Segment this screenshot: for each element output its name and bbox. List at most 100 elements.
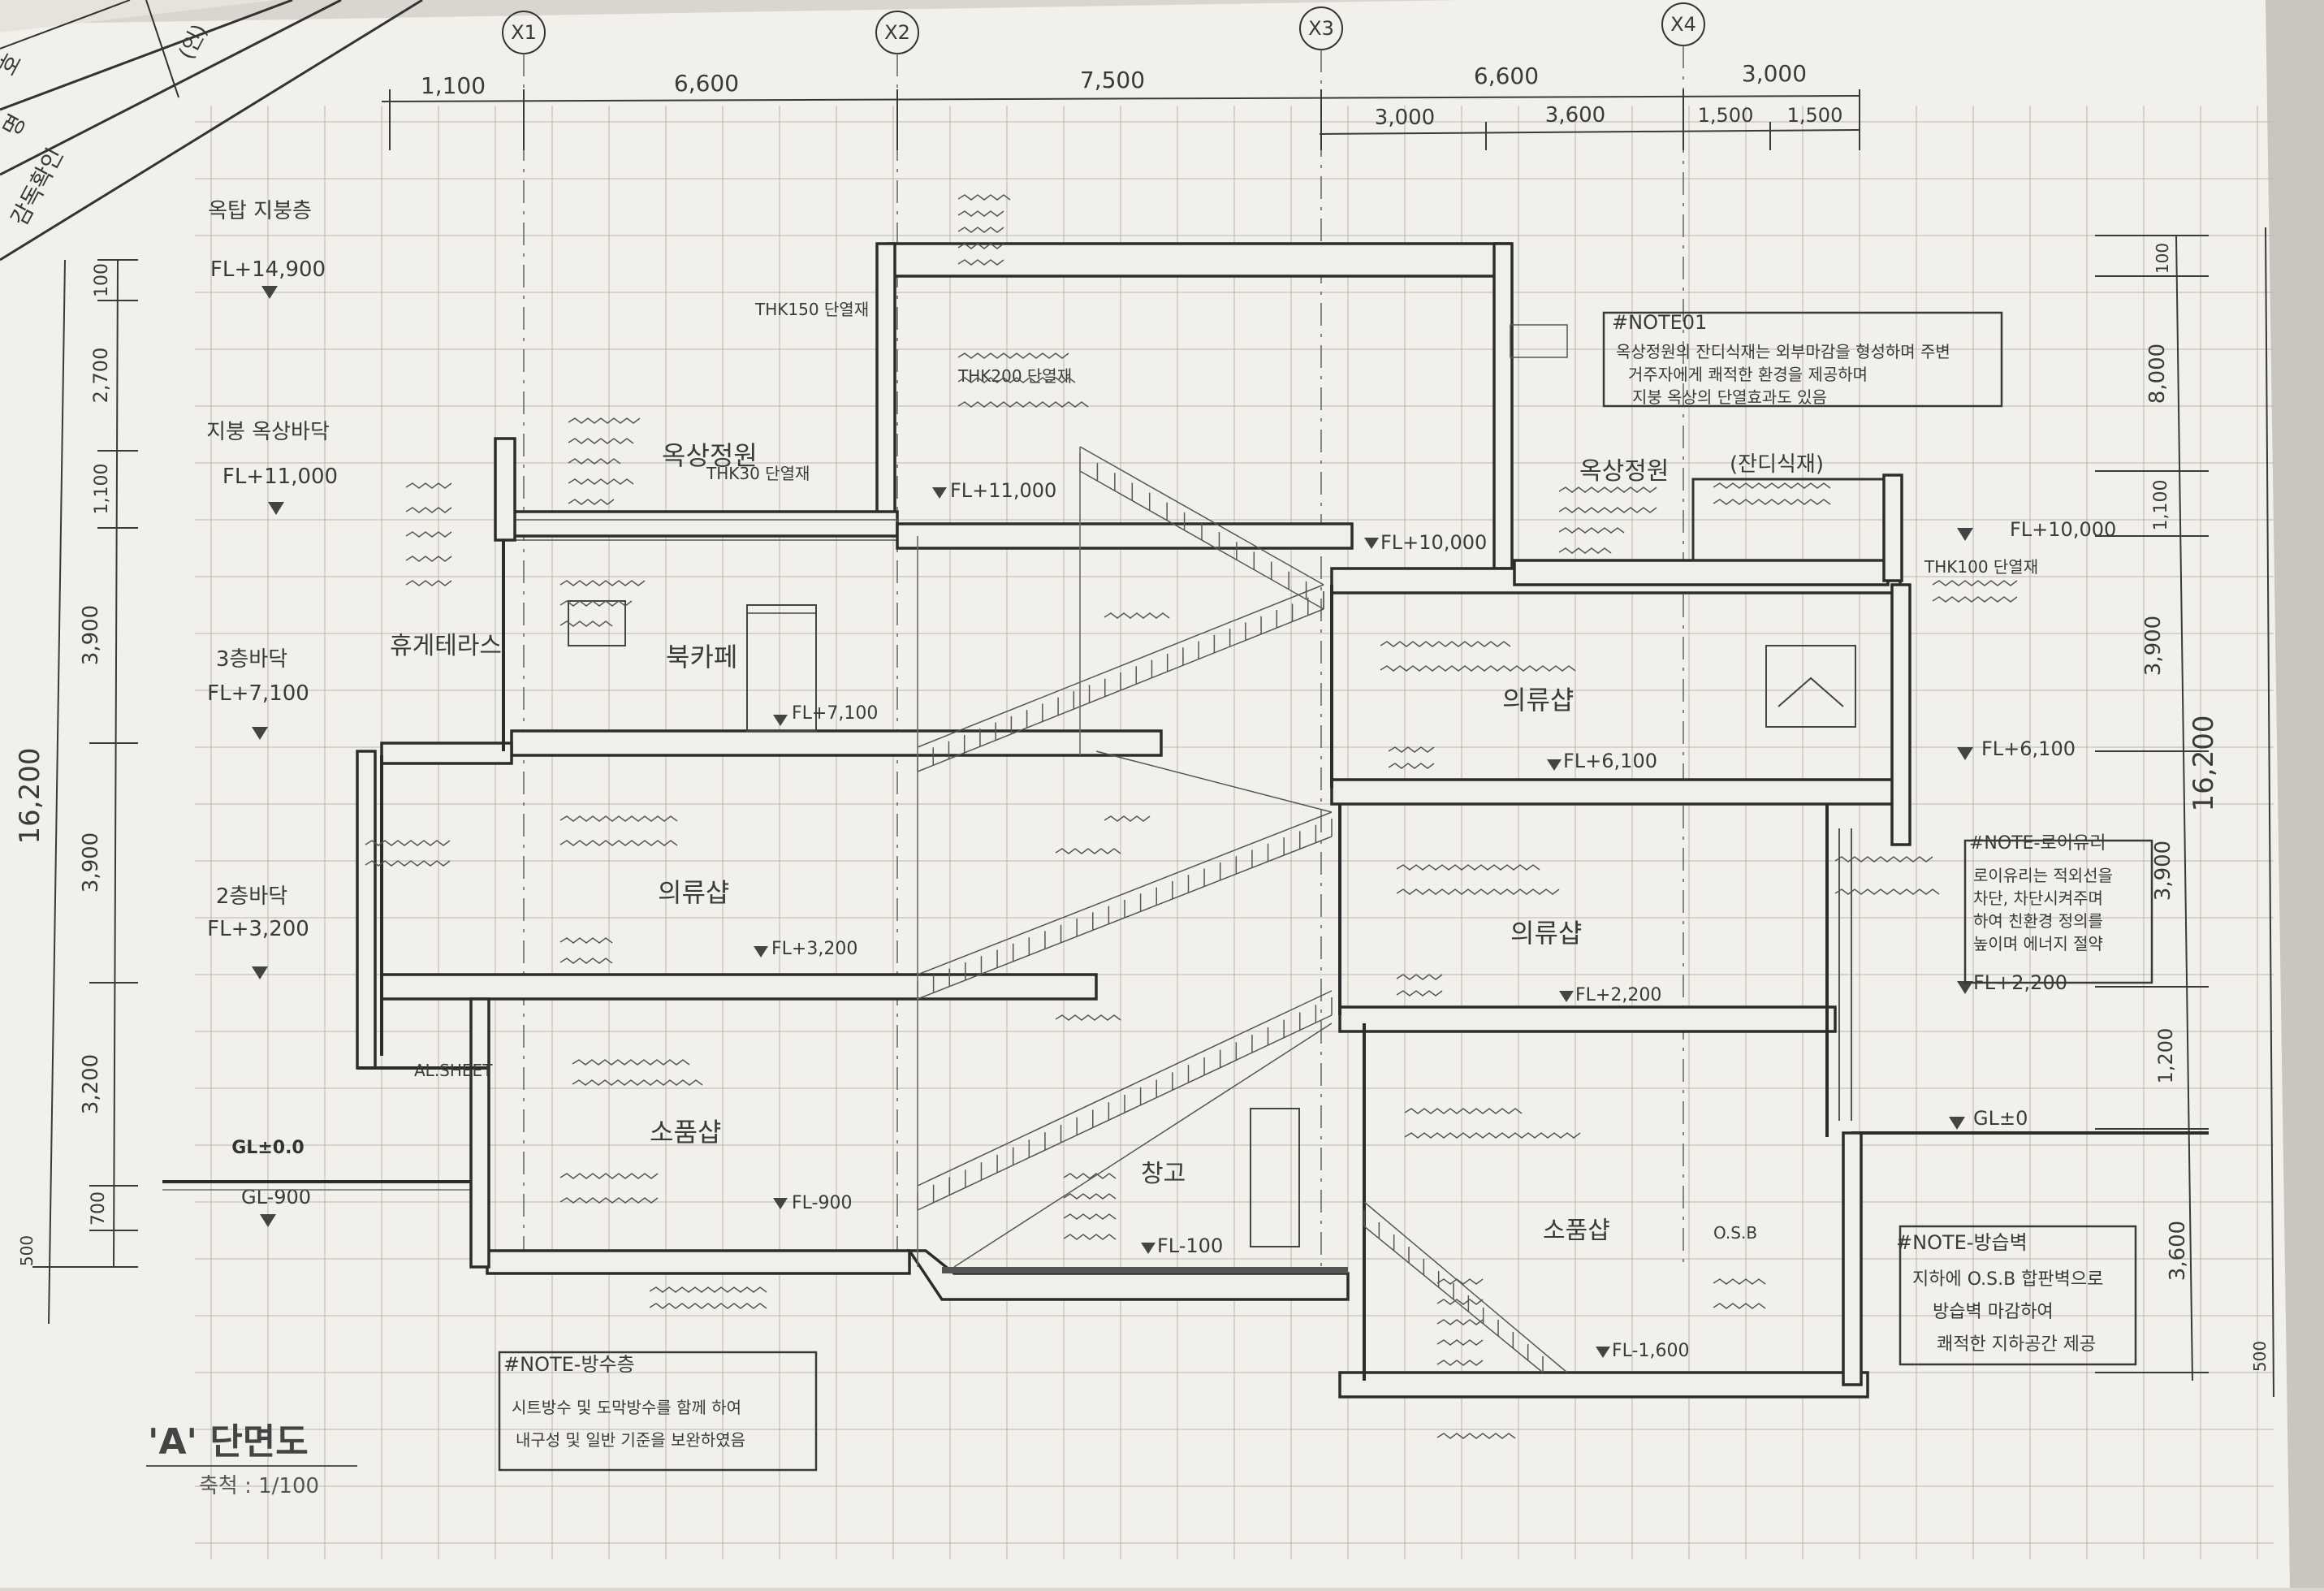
svg-text:로이유리는 적외선을: 로이유리는 적외선을: [1973, 866, 2113, 885]
svg-text:옥상정원의 잔디식재는 외부마감을 형성하며 주변: 옥상정원의 잔디식재는 외부마감을 형성하며 주변: [1616, 342, 1950, 361]
svg-text:FL+10,000: FL+10,000: [1380, 531, 1487, 554]
dim-left-3: 1,100: [92, 464, 112, 515]
level-rooftop: 옥탑 지붕층 FL+14,900: [208, 199, 326, 299]
dim-right-8: 500: [2250, 1341, 2270, 1372]
annot-thk100: THK100 단열재: [1924, 557, 2038, 577]
svg-text:FL+7,100: FL+7,100: [207, 681, 309, 706]
annotations: THK150 단열재 THK200 단열재 THK100 단열재 THK30 단…: [365, 194, 2038, 1439]
stair-core: [917, 446, 1333, 1268]
note-01: #NOTE01 옥상정원의 잔디식재는 외부마감을 형성하며 주변 거주자에게 …: [1602, 311, 2003, 408]
svg-text:차단, 차단시켜주며: 차단, 차단시켜주며: [1973, 888, 2103, 908]
right-dimensions: 100 8,000 1,100 3,900 3,900 1,200 3,600 …: [2095, 227, 2274, 1398]
svg-text:지하에 O.S.B 합판벽으로: 지하에 O.S.B 합판벽으로: [1912, 1269, 2103, 1290]
room-storage: 창고: [1141, 1160, 1186, 1188]
dim-left-1: 100: [92, 263, 112, 297]
level-right-2: FL+6,100: [1981, 737, 2076, 760]
room-clothing-left: 의류샵: [658, 877, 729, 908]
svg-text:GL±0.0: GL±0.0: [231, 1138, 304, 1158]
tower-roof-slab: [888, 242, 1512, 278]
dim-right-1: 100: [2153, 243, 2172, 274]
svg-text:거주자에게 쾌적한 환경을 제공하며: 거주자에게 쾌적한 환경을 제공하며: [1628, 365, 1868, 384]
dim-left-5: 3,900: [79, 832, 103, 893]
svg-text:FL+11,000: FL+11,000: [950, 479, 1056, 502]
axis-x4: X4: [1661, 2, 1705, 1267]
dim-right-4: 3,900: [2141, 616, 2166, 676]
dim-top-9: 1,500: [1787, 104, 1843, 127]
svg-text:X2: X2: [884, 21, 910, 44]
level-3f: 3층바닥 FL+7,100: [207, 647, 309, 740]
level-right-4: GL±0: [1973, 1107, 2028, 1130]
svg-text:옥탑 지붕층: 옥탑 지붕층: [208, 199, 312, 223]
svg-text:FL-100: FL-100: [1157, 1234, 1223, 1257]
dim-right-6: 1,200: [2154, 1028, 2177, 1084]
svg-text:FL+7,100: FL+7,100: [792, 703, 878, 724]
drawing-scale: 축척 : 1/100: [199, 1474, 319, 1498]
annot-osb: O.S.B: [1713, 1223, 1757, 1243]
fl-3600-slab: [1338, 1371, 1869, 1399]
level-right-1: FL+10,000: [2010, 518, 2116, 541]
annot-al-sheet: AL.SHEET: [414, 1061, 493, 1080]
dim-left-6: 3,200: [79, 1054, 103, 1114]
svg-text:3층바닥: 3층바닥: [216, 647, 287, 672]
note-waterproof: #NOTE-방수층 시트방수 및 도막방수를 함께 하여 내구성 및 일반 기준…: [498, 1351, 818, 1472]
room-roof-garden-right: 옥상정원: [1579, 457, 1669, 486]
dim-top-5: 3,000: [1742, 60, 1807, 87]
roof-garden-left-slab: [510, 510, 899, 538]
roof-garden-right-slab: [1513, 559, 1890, 586]
note-basement: #NOTE-방습벽 지하에 O.S.B 합판벽으로 방습벽 마감하여 쾌적한 지…: [1896, 1225, 2137, 1366]
drawing-title-block: 'A' 단면도 축척 : 1/100: [146, 1421, 357, 1498]
svg-text:2층바닥: 2층바닥: [216, 884, 287, 909]
svg-text:시트방수 및 도막방수를 함께 하여: 시트방수 및 도막방수를 함께 하여: [512, 1398, 741, 1417]
fl-3200-slab: [380, 973, 1098, 1001]
floor-marks: FL+11,000 FL+10,000 FL+7,100 FL+6,100 FL…: [754, 479, 1689, 1361]
svg-text:FL+14,900: FL+14,900: [210, 257, 326, 282]
dim-top-4: 6,600: [1474, 63, 1539, 89]
dim-top-6: 3,000: [1375, 106, 1435, 130]
dim-right-total: 16,200: [2188, 716, 2220, 812]
svg-text:FL-900: FL-900: [792, 1193, 852, 1213]
svg-text:X4: X4: [1670, 13, 1696, 36]
building-section: [162, 242, 2209, 1399]
svg-text:FL+11,000: FL+11,000: [222, 465, 338, 489]
room-roof-garden-left: 옥상정원: [662, 440, 758, 471]
fl-6100-slab: [1330, 778, 1902, 806]
top-dimensions: 1,100 6,600 7,500 6,600 3,000 3,000 3,60…: [381, 60, 1860, 150]
axis-x1: X1: [502, 11, 546, 1267]
level-gl: GL±0.0 GL-900: [231, 1138, 311, 1227]
level-roof: 지붕 옥상바닥 FL+11,000: [206, 420, 338, 515]
dim-right-5: 3,900: [2151, 841, 2175, 901]
svg-text:하여 친환경 정의를: 하여 친환경 정의를: [1973, 911, 2103, 931]
svg-text:높이며 에너지 절약: 높이며 에너지 절약: [1973, 934, 2103, 953]
dim-top-3: 7,500: [1080, 67, 1145, 93]
dim-top-7: 3,600: [1545, 103, 1605, 128]
dim-top-2: 6,600: [674, 70, 739, 97]
basement-stair: [1363, 1201, 1568, 1373]
svg-text:#NOTE-방습벽: #NOTE-방습벽: [1896, 1231, 2028, 1254]
svg-text:#NOTE-방수층: #NOTE-방수층: [503, 1353, 635, 1376]
svg-text:#NOTE01: #NOTE01: [1612, 311, 1707, 334]
left-dimensions: 100 2,700 1,100 3,900 3,900 3,200 700 50…: [14, 259, 138, 1325]
dim-left-4: 3,900: [79, 605, 103, 665]
svg-text:#NOTE-로이유리: #NOTE-로이유리: [1969, 833, 2106, 854]
svg-text:X3: X3: [1308, 17, 1334, 40]
fl-7100-slab: [510, 729, 1163, 757]
drawing-title: 'A' 단면도: [148, 1421, 309, 1463]
annot-thk200: THK200 단열재: [957, 366, 1072, 386]
fl-900-slab: [486, 1249, 911, 1275]
svg-text:FL+6,100: FL+6,100: [1563, 750, 1657, 772]
dim-right-3: 1,100: [2151, 480, 2171, 531]
level-2f: 2층바닥 FL+3,200: [207, 884, 309, 979]
dim-right-7: 3,600: [2166, 1221, 2190, 1281]
svg-text:FL+3,200: FL+3,200: [771, 939, 857, 959]
svg-text:방습벽 마감하여: 방습벽 마감하여: [1933, 1302, 2054, 1322]
room-clothing-right-lower: 의류샵: [1510, 918, 1582, 949]
svg-text:FL+3,200: FL+3,200: [207, 917, 309, 941]
left-level-markers: 옥탑 지붕층 FL+14,900 지붕 옥상바닥 FL+11,000 3층바닥 …: [206, 199, 338, 1227]
annot-thk150: THK150 단열재: [754, 300, 869, 319]
annot-thk30: THK30 단열재: [706, 464, 810, 483]
room-retail-right: 소품샵: [1543, 1217, 1610, 1245]
fl-2200-slab: [1338, 1005, 1837, 1033]
